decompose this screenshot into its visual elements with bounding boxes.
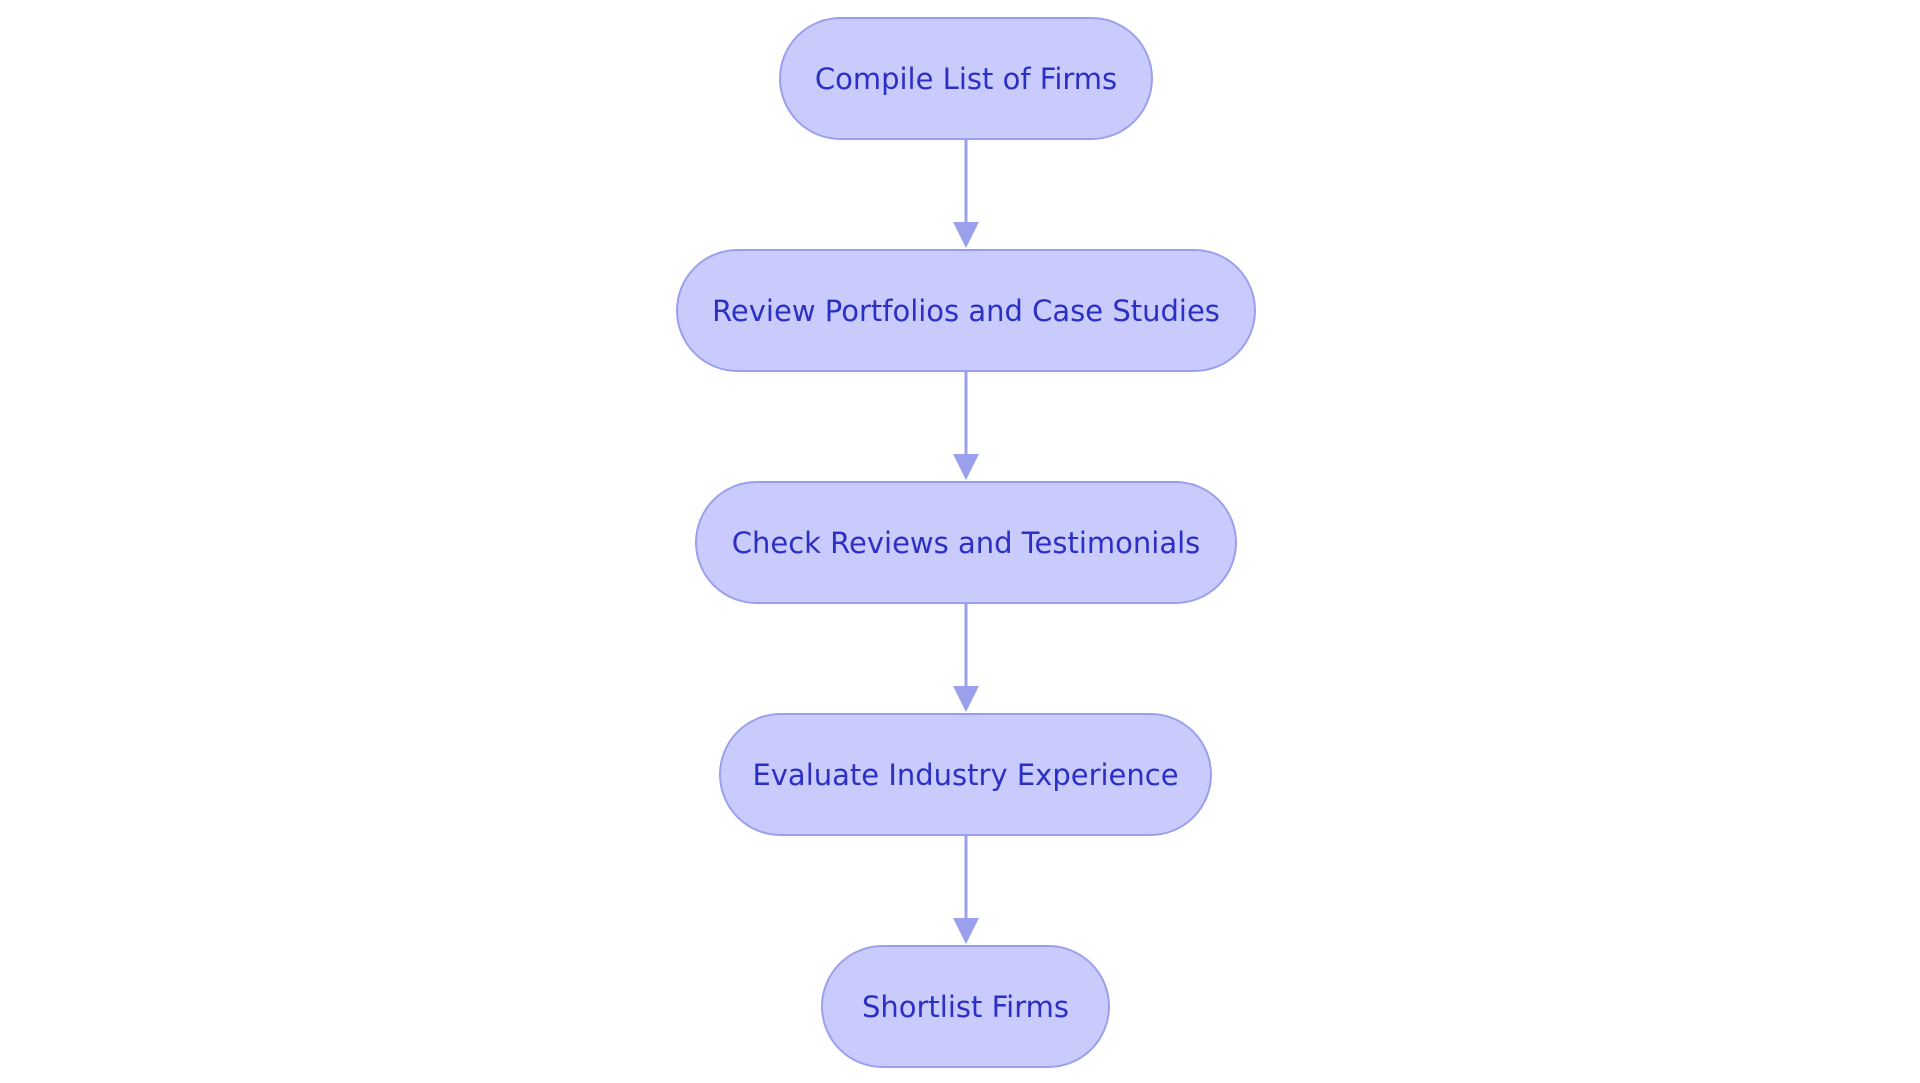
arrowhead-icon bbox=[953, 918, 979, 944]
node-label: Shortlist Firms bbox=[861, 989, 1070, 1024]
arrowhead-icon bbox=[953, 222, 979, 248]
edge-n4-n5 bbox=[953, 836, 979, 944]
node-review-portfolios-and-case-studies: Review Portfolios and Case Studies bbox=[676, 249, 1256, 372]
edge-n3-n4 bbox=[953, 604, 979, 712]
node-check-reviews-and-testimonials: Check Reviews and Testimonials bbox=[695, 481, 1237, 604]
node-label: Check Reviews and Testimonials bbox=[731, 525, 1201, 560]
arrowhead-icon bbox=[953, 686, 979, 712]
edge-n1-n2 bbox=[953, 140, 979, 248]
node-label: Compile List of Firms bbox=[814, 61, 1118, 96]
node-compile-list-of-firms: Compile List of Firms bbox=[779, 17, 1153, 140]
node-label: Evaluate Industry Experience bbox=[752, 757, 1179, 792]
node-shortlist-firms: Shortlist Firms bbox=[821, 945, 1110, 1068]
node-evaluate-industry-experience: Evaluate Industry Experience bbox=[719, 713, 1212, 836]
arrowhead-icon bbox=[953, 454, 979, 480]
edge-n2-n3 bbox=[953, 372, 979, 480]
node-label: Review Portfolios and Case Studies bbox=[712, 293, 1220, 328]
